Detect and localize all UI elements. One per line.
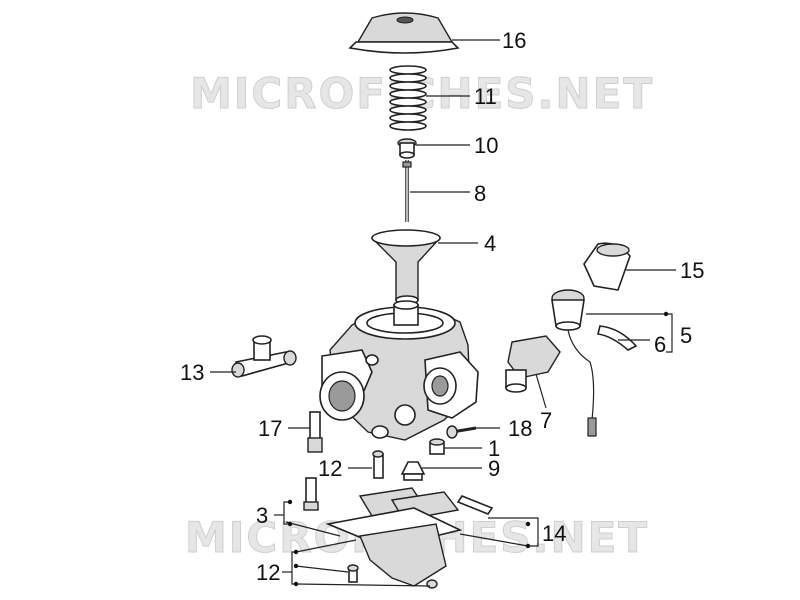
part-16-top-cover: [348, 12, 460, 54]
leader-lines: [210, 39, 676, 587]
callout-6: 6: [654, 332, 666, 357]
callout-18: 18: [508, 416, 532, 441]
part-18-screw: [446, 425, 477, 439]
callout-13: 13: [180, 360, 204, 385]
part-12-drain-screw: [347, 564, 359, 583]
part-7-bracket: [505, 335, 561, 393]
callout-9: 9: [488, 456, 500, 481]
part-17-jet: [307, 411, 323, 453]
part-5-choke: [551, 289, 597, 437]
part-4-slide: [370, 229, 442, 305]
part-9-float-needle: [400, 461, 426, 481]
callout-4: 4: [484, 231, 496, 256]
callout-1: 1: [488, 436, 500, 461]
callout-14: 14: [542, 521, 566, 546]
callout-12-lower: 12: [256, 560, 280, 585]
part-15-sleeve: [583, 242, 631, 291]
callout-11: 11: [474, 84, 497, 109]
part-1-plug: [429, 438, 445, 455]
callout-5: 5: [680, 323, 692, 348]
callout-labels: 16 11 10 8 4 15 5 6 7 13 17 18 1 12 9 3 …: [180, 28, 704, 585]
carburetor-body: [319, 300, 479, 441]
part-10-needle-holder: [397, 138, 417, 159]
callout-3: 3: [256, 503, 268, 528]
callout-16: 16: [502, 28, 526, 53]
callout-10: 10: [474, 133, 498, 158]
float-bowl: [325, 507, 463, 589]
part-6-clip: [597, 325, 638, 351]
part-11-spring: [389, 65, 427, 131]
callout-8: 8: [474, 181, 486, 206]
part-13-fitting: [231, 335, 297, 378]
callout-15: 15: [680, 258, 704, 283]
part-8-needle: [402, 160, 412, 222]
callout-12-upper: 12: [318, 456, 342, 481]
part-12-small-jet: [372, 450, 384, 479]
callout-17: 17: [258, 416, 282, 441]
callout-7: 7: [540, 408, 552, 433]
part-3-pilot-screw: [303, 477, 319, 511]
